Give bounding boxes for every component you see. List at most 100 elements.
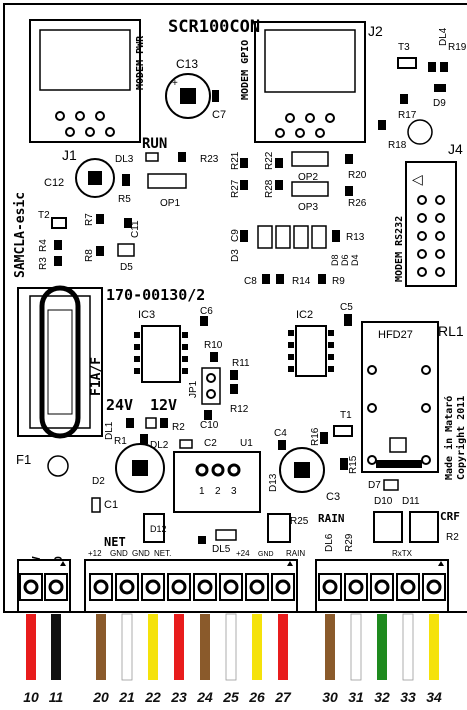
svg-text:OP1: OP1 xyxy=(160,198,180,209)
wire-11 xyxy=(51,614,61,680)
wire-number-27: 27 xyxy=(274,689,292,705)
company-label: SAMCLA-esic xyxy=(13,192,28,278)
capacitor-c13: C13 + C7 xyxy=(165,57,226,121)
ic3: IC3 C6 xyxy=(134,306,213,383)
wire-25 xyxy=(225,613,237,681)
terminal-blocks xyxy=(17,559,449,613)
svg-text:R9: R9 xyxy=(332,276,345,287)
d10-d11-area: D7 D10 D11 xyxy=(368,479,420,507)
terminal-screw-34 xyxy=(422,573,446,601)
svg-text:R3: R3 xyxy=(38,257,49,270)
svg-text:DL3: DL3 xyxy=(115,154,134,165)
svg-text:RUN: RUN xyxy=(142,136,167,152)
terminal-screw-27 xyxy=(271,573,295,601)
screw-head-10 xyxy=(23,579,39,595)
terminal-screw-24 xyxy=(193,573,217,601)
pin1-marker xyxy=(438,561,444,566)
svg-text:D12: D12 xyxy=(150,524,167,534)
svg-text:R13: R13 xyxy=(346,232,365,243)
svg-text:F1: F1 xyxy=(16,452,31,467)
screw-head-11 xyxy=(48,579,64,595)
t3-area: T3 DL4 R19 D9 R17 R18 J4 xyxy=(378,27,467,157)
terminal-screw-33 xyxy=(396,573,420,601)
svg-text:D3: D3 xyxy=(230,249,241,262)
svg-text:C3: C3 xyxy=(326,491,340,503)
svg-text:D4: D4 xyxy=(350,254,360,266)
wire-30 xyxy=(325,614,335,680)
svg-text:C4: C4 xyxy=(274,428,287,439)
svg-text:GND: GND xyxy=(258,551,274,558)
terminal-screw-32 xyxy=(370,573,394,601)
svg-text:C7: C7 xyxy=(212,109,226,121)
svg-text:DL2: DL2 xyxy=(150,440,169,451)
modem-pwr-label: MODEM PWR xyxy=(135,35,146,90)
svg-text:C10: C10 xyxy=(200,420,219,431)
svg-text:C8: C8 xyxy=(244,276,257,287)
terminal-screw-23 xyxy=(167,573,191,601)
screw-head-32 xyxy=(374,579,390,595)
svg-text:R10: R10 xyxy=(204,340,223,351)
pin1-marker xyxy=(60,561,66,566)
wire-21 xyxy=(121,613,133,681)
svg-text:T3: T3 xyxy=(398,42,410,53)
svg-text:+12: +12 xyxy=(88,549,102,558)
svg-text:C12: C12 xyxy=(44,177,64,189)
left-components: T2 R3 R4 R7 R8 C11 D5 xyxy=(38,210,141,273)
svg-text:C1: C1 xyxy=(104,499,118,511)
svg-text:R11: R11 xyxy=(232,358,250,369)
svg-text:R22: R22 xyxy=(264,151,275,170)
svg-text:J2: J2 xyxy=(368,23,383,39)
fuse-f1: F1A/F F1 xyxy=(16,285,104,477)
svg-text:RxTX: RxTX xyxy=(392,549,413,558)
wire-number-26: 26 xyxy=(248,689,265,705)
svg-text:2: 2 xyxy=(215,486,221,497)
svg-text:R19: R19 xyxy=(448,42,467,53)
svg-text:R4: R4 xyxy=(38,239,49,252)
wire-33 xyxy=(402,613,414,681)
svg-text:R7: R7 xyxy=(84,213,95,226)
t1-area: T1 R16 R15 C4 xyxy=(274,410,359,474)
terminal-screw-31 xyxy=(344,573,368,601)
svg-text:R28: R28 xyxy=(264,179,275,198)
screw-head-22 xyxy=(145,579,161,595)
terminal-screw-11 xyxy=(44,573,68,601)
svg-text:IC2: IC2 xyxy=(296,309,313,321)
screw-head-21 xyxy=(119,579,135,595)
svg-text:R27: R27 xyxy=(230,179,241,198)
screw-head-34 xyxy=(426,579,442,595)
terminal-screw-22 xyxy=(141,573,165,601)
jumper-jp1: R10 R11 JP1 R12 C10 xyxy=(188,340,250,431)
svg-text:C13: C13 xyxy=(176,57,198,71)
svg-text:R1: R1 xyxy=(114,436,127,447)
r2-area: R2 xyxy=(126,417,185,433)
svg-text:R26: R26 xyxy=(348,198,367,209)
screw-head-30 xyxy=(322,579,338,595)
wire-number-10: 10 xyxy=(23,689,39,705)
screw-head-20 xyxy=(93,579,109,595)
svg-text:1: 1 xyxy=(199,486,205,497)
svg-text:Made in Mataró: Made in Mataró xyxy=(443,396,455,480)
svg-text:C5: C5 xyxy=(340,302,353,313)
screw-head-25 xyxy=(223,579,239,595)
screw-head-24 xyxy=(197,579,213,595)
svg-text:C11: C11 xyxy=(130,220,141,238)
svg-text:R2: R2 xyxy=(172,422,185,433)
svg-text:RAIN: RAIN xyxy=(286,549,305,558)
modem-gpio-connector: MODEM GPIO J2 xyxy=(240,21,383,143)
wire-number-22: 22 xyxy=(144,689,161,705)
svg-text:+24: +24 xyxy=(236,549,250,558)
wire-number-24: 24 xyxy=(196,689,213,705)
terminal-screw-21 xyxy=(115,573,139,601)
terminal-screw-30 xyxy=(318,573,342,601)
svg-text:DL5: DL5 xyxy=(212,544,231,555)
svg-text:R14: R14 xyxy=(292,276,311,287)
svg-text:NET: NET xyxy=(104,535,126,549)
wire-number-32: 32 xyxy=(374,689,390,705)
wire-34 xyxy=(429,614,439,680)
svg-text:3: 3 xyxy=(231,486,237,497)
relay-rl1: RL1 HFD27 Made in Mataró Copyright 2011 xyxy=(361,321,467,480)
wire-number-25: 25 xyxy=(222,689,239,705)
svg-text:MODEM GPIO: MODEM GPIO xyxy=(240,40,251,100)
diode-row: C9 D3 R13 D8 D6 D4 C8 R14 R9 xyxy=(230,225,365,287)
svg-text:J4: J4 xyxy=(448,141,463,157)
